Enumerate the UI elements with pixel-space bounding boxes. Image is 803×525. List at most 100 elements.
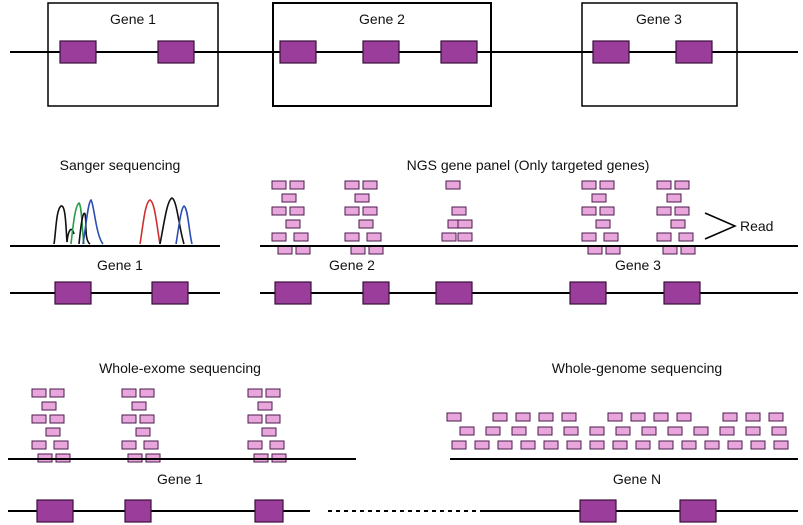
read-label: Read (740, 218, 773, 234)
sequence-read (451, 206, 467, 216)
sequence-read (581, 206, 597, 216)
sequence-read (362, 206, 378, 216)
sequence-read (261, 427, 277, 437)
exon (157, 40, 195, 64)
trace-blue-1 (82, 198, 104, 245)
exon (435, 281, 473, 305)
sequence-read (745, 426, 761, 436)
sequence-read (457, 219, 473, 229)
sequence-read (520, 440, 536, 450)
chromatogram (53, 197, 193, 245)
sequence-read (451, 440, 467, 450)
sequence-read (121, 414, 137, 424)
sequence-read (635, 440, 651, 450)
sequence-read (653, 412, 669, 422)
exon (274, 281, 312, 305)
sequence-read (719, 426, 735, 436)
sequence-read (485, 426, 501, 436)
sequence-read (31, 414, 47, 424)
sequence-read (750, 440, 766, 450)
sequence-read (31, 388, 47, 398)
sequence-read (41, 401, 57, 411)
gene-1-box (47, 2, 219, 107)
exon (279, 40, 317, 64)
sequence-read (676, 412, 692, 422)
sequence-read (271, 180, 287, 190)
sequence-read (704, 440, 720, 450)
sequence-read (615, 426, 631, 436)
sequence-read (674, 206, 690, 216)
sequence-read (543, 440, 559, 450)
read-stack-panel-2 (344, 180, 384, 255)
sequence-read (441, 232, 457, 242)
exon (124, 499, 152, 523)
sequence-read (366, 232, 382, 242)
sequence-read (265, 414, 281, 424)
sequence-read (281, 193, 297, 203)
sequence-read (612, 440, 628, 450)
sequence-read (773, 440, 789, 450)
sequence-read (289, 180, 305, 190)
sequence-read (457, 232, 473, 242)
sequence-read (121, 440, 137, 450)
exon (362, 281, 390, 305)
wgs-title: Whole-genome sequencing (552, 360, 722, 376)
sequence-read (674, 180, 690, 190)
sequence-read (666, 193, 682, 203)
sequence-read (277, 245, 293, 255)
sequence-read (771, 426, 787, 436)
read-stack-panel-4 (581, 180, 621, 255)
wgs-gene-label: Gene N (613, 471, 661, 487)
sequence-read (53, 440, 69, 450)
sequence-read (607, 412, 623, 422)
sequence-read (139, 388, 155, 398)
gene-3-label: Gene 3 (636, 11, 682, 27)
exon (663, 281, 701, 305)
panel-section: NGS gene panel (Only targeted genes) Rea… (260, 157, 798, 305)
sequence-read (587, 245, 603, 255)
sequence-read (589, 426, 605, 436)
gene-3-box (581, 2, 738, 107)
sequence-read (289, 206, 305, 216)
sequence-read (656, 180, 672, 190)
sequence-read (285, 219, 301, 229)
sequence-read (492, 412, 508, 422)
sequence-read (515, 412, 531, 422)
trace-red (139, 199, 161, 245)
sequence-read (605, 245, 621, 255)
sequence-read (727, 440, 743, 450)
sequence-read (662, 245, 678, 255)
sequence-read (121, 388, 137, 398)
panel-gene-2-label: Gene 2 (329, 257, 375, 273)
sequence-read (656, 232, 672, 242)
wgs-section: Whole-genome sequencing Gene N (446, 360, 798, 523)
exon (362, 40, 400, 64)
sequence-read (362, 180, 378, 190)
wgs-reads (446, 412, 789, 450)
sequence-read (497, 440, 513, 450)
sequence-read (603, 232, 619, 242)
read-stack-wes-2 (121, 388, 161, 463)
sequence-read (135, 427, 151, 437)
sequence-read (445, 180, 461, 190)
sequence-read (474, 440, 490, 450)
sequence-read (247, 414, 263, 424)
read-stack-panel-3 (441, 180, 473, 242)
exon (59, 40, 97, 64)
exon (151, 281, 189, 305)
sequence-read (143, 440, 159, 450)
sequence-read (768, 412, 784, 422)
sequence-read (358, 219, 374, 229)
sanger-section: Sanger sequencing Gene 1 (10, 157, 220, 305)
sequence-read (344, 206, 360, 216)
read-stack-wes-1 (31, 388, 71, 463)
sequence-read (641, 426, 657, 436)
trace-black-1 (53, 205, 75, 245)
sanger-gene-label: Gene 1 (97, 257, 143, 273)
trace-blue-2 (175, 205, 193, 245)
sequence-read (630, 412, 646, 422)
exon (36, 499, 74, 523)
sequence-read (591, 193, 607, 203)
sequence-read (49, 388, 65, 398)
read-stack-panel-5 (656, 180, 696, 255)
